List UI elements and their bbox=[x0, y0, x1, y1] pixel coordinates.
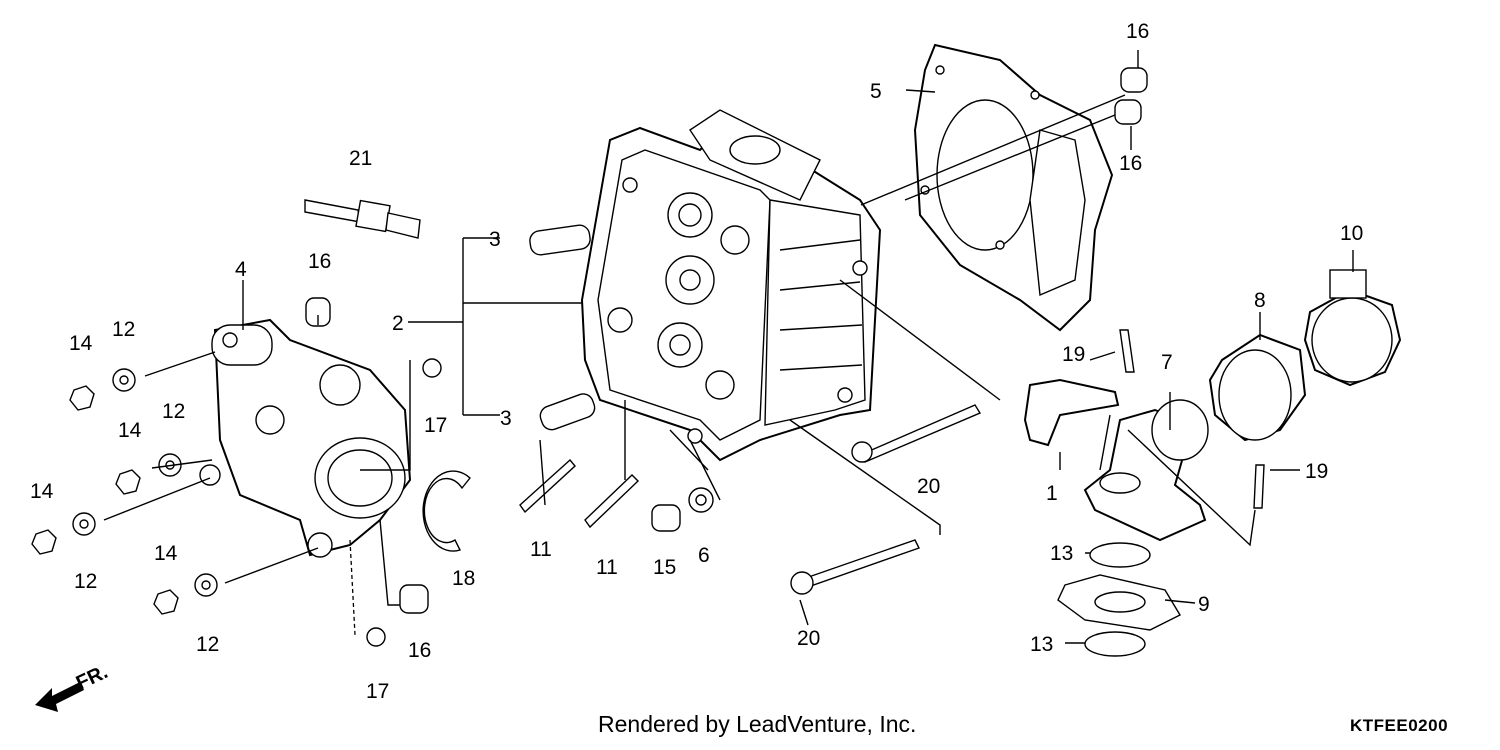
callout-21: 21 bbox=[349, 147, 372, 170]
diagram-code: KTFEE0200 bbox=[1350, 716, 1449, 735]
callout-14a: 14 bbox=[69, 332, 93, 355]
callout-6: 6 bbox=[698, 544, 710, 567]
cover-housing bbox=[199, 318, 412, 558]
callout-14b: 14 bbox=[118, 419, 142, 442]
cylinder-head bbox=[580, 109, 882, 462]
callout-12c: 12 bbox=[74, 570, 97, 593]
credit-text: Rendered by LeadVenture, Inc. bbox=[598, 711, 917, 737]
callout-15: 15 bbox=[653, 556, 676, 579]
callout-5: 5 bbox=[870, 80, 882, 103]
callout-16b: 16 bbox=[1126, 20, 1149, 43]
callout-14d: 14 bbox=[154, 542, 178, 565]
callout-17b: 17 bbox=[366, 680, 389, 703]
callout-16c: 16 bbox=[1119, 152, 1142, 175]
callout-16d: 16 bbox=[408, 639, 431, 662]
callout-numbers: 1 2 3 3 4 5 6 7 8 9 10 11 11 12 12 12 12… bbox=[30, 20, 1363, 703]
callout-12b: 12 bbox=[162, 400, 185, 423]
callout-12a: 12 bbox=[112, 318, 135, 341]
callout-9: 9 bbox=[1198, 593, 1210, 616]
callout-2: 2 bbox=[392, 312, 404, 335]
callout-19a: 19 bbox=[1062, 343, 1085, 366]
callout-13b: 13 bbox=[1030, 633, 1053, 656]
callout-17a: 17 bbox=[424, 414, 447, 437]
callout-7: 7 bbox=[1161, 351, 1173, 374]
callout-8: 8 bbox=[1254, 289, 1266, 312]
callout-20b: 20 bbox=[797, 627, 820, 650]
callout-1: 1 bbox=[1046, 482, 1058, 505]
callout-4: 4 bbox=[235, 258, 247, 281]
leader-lines bbox=[103, 50, 1354, 644]
washers-and-nuts bbox=[31, 67, 1265, 647]
callout-16a: 16 bbox=[308, 250, 331, 273]
callout-14c: 14 bbox=[30, 480, 54, 503]
spark-plug bbox=[304, 199, 421, 239]
callout-10: 10 bbox=[1340, 222, 1363, 245]
callout-13a: 13 bbox=[1050, 542, 1073, 565]
intake-manifold bbox=[1023, 269, 1402, 657]
callout-19b: 19 bbox=[1305, 460, 1328, 483]
callout-3b: 3 bbox=[500, 407, 512, 430]
callout-3a: 3 bbox=[489, 228, 501, 251]
callout-12d: 12 bbox=[196, 633, 219, 656]
front-direction-indicator: FR. bbox=[35, 661, 111, 712]
cylinder-head-gasket bbox=[913, 43, 1114, 332]
callout-18: 18 bbox=[452, 567, 475, 590]
callout-11a: 11 bbox=[530, 538, 552, 561]
callout-20a: 20 bbox=[917, 475, 940, 498]
front-arrow-icon bbox=[35, 682, 84, 712]
callout-11b: 11 bbox=[596, 556, 618, 579]
